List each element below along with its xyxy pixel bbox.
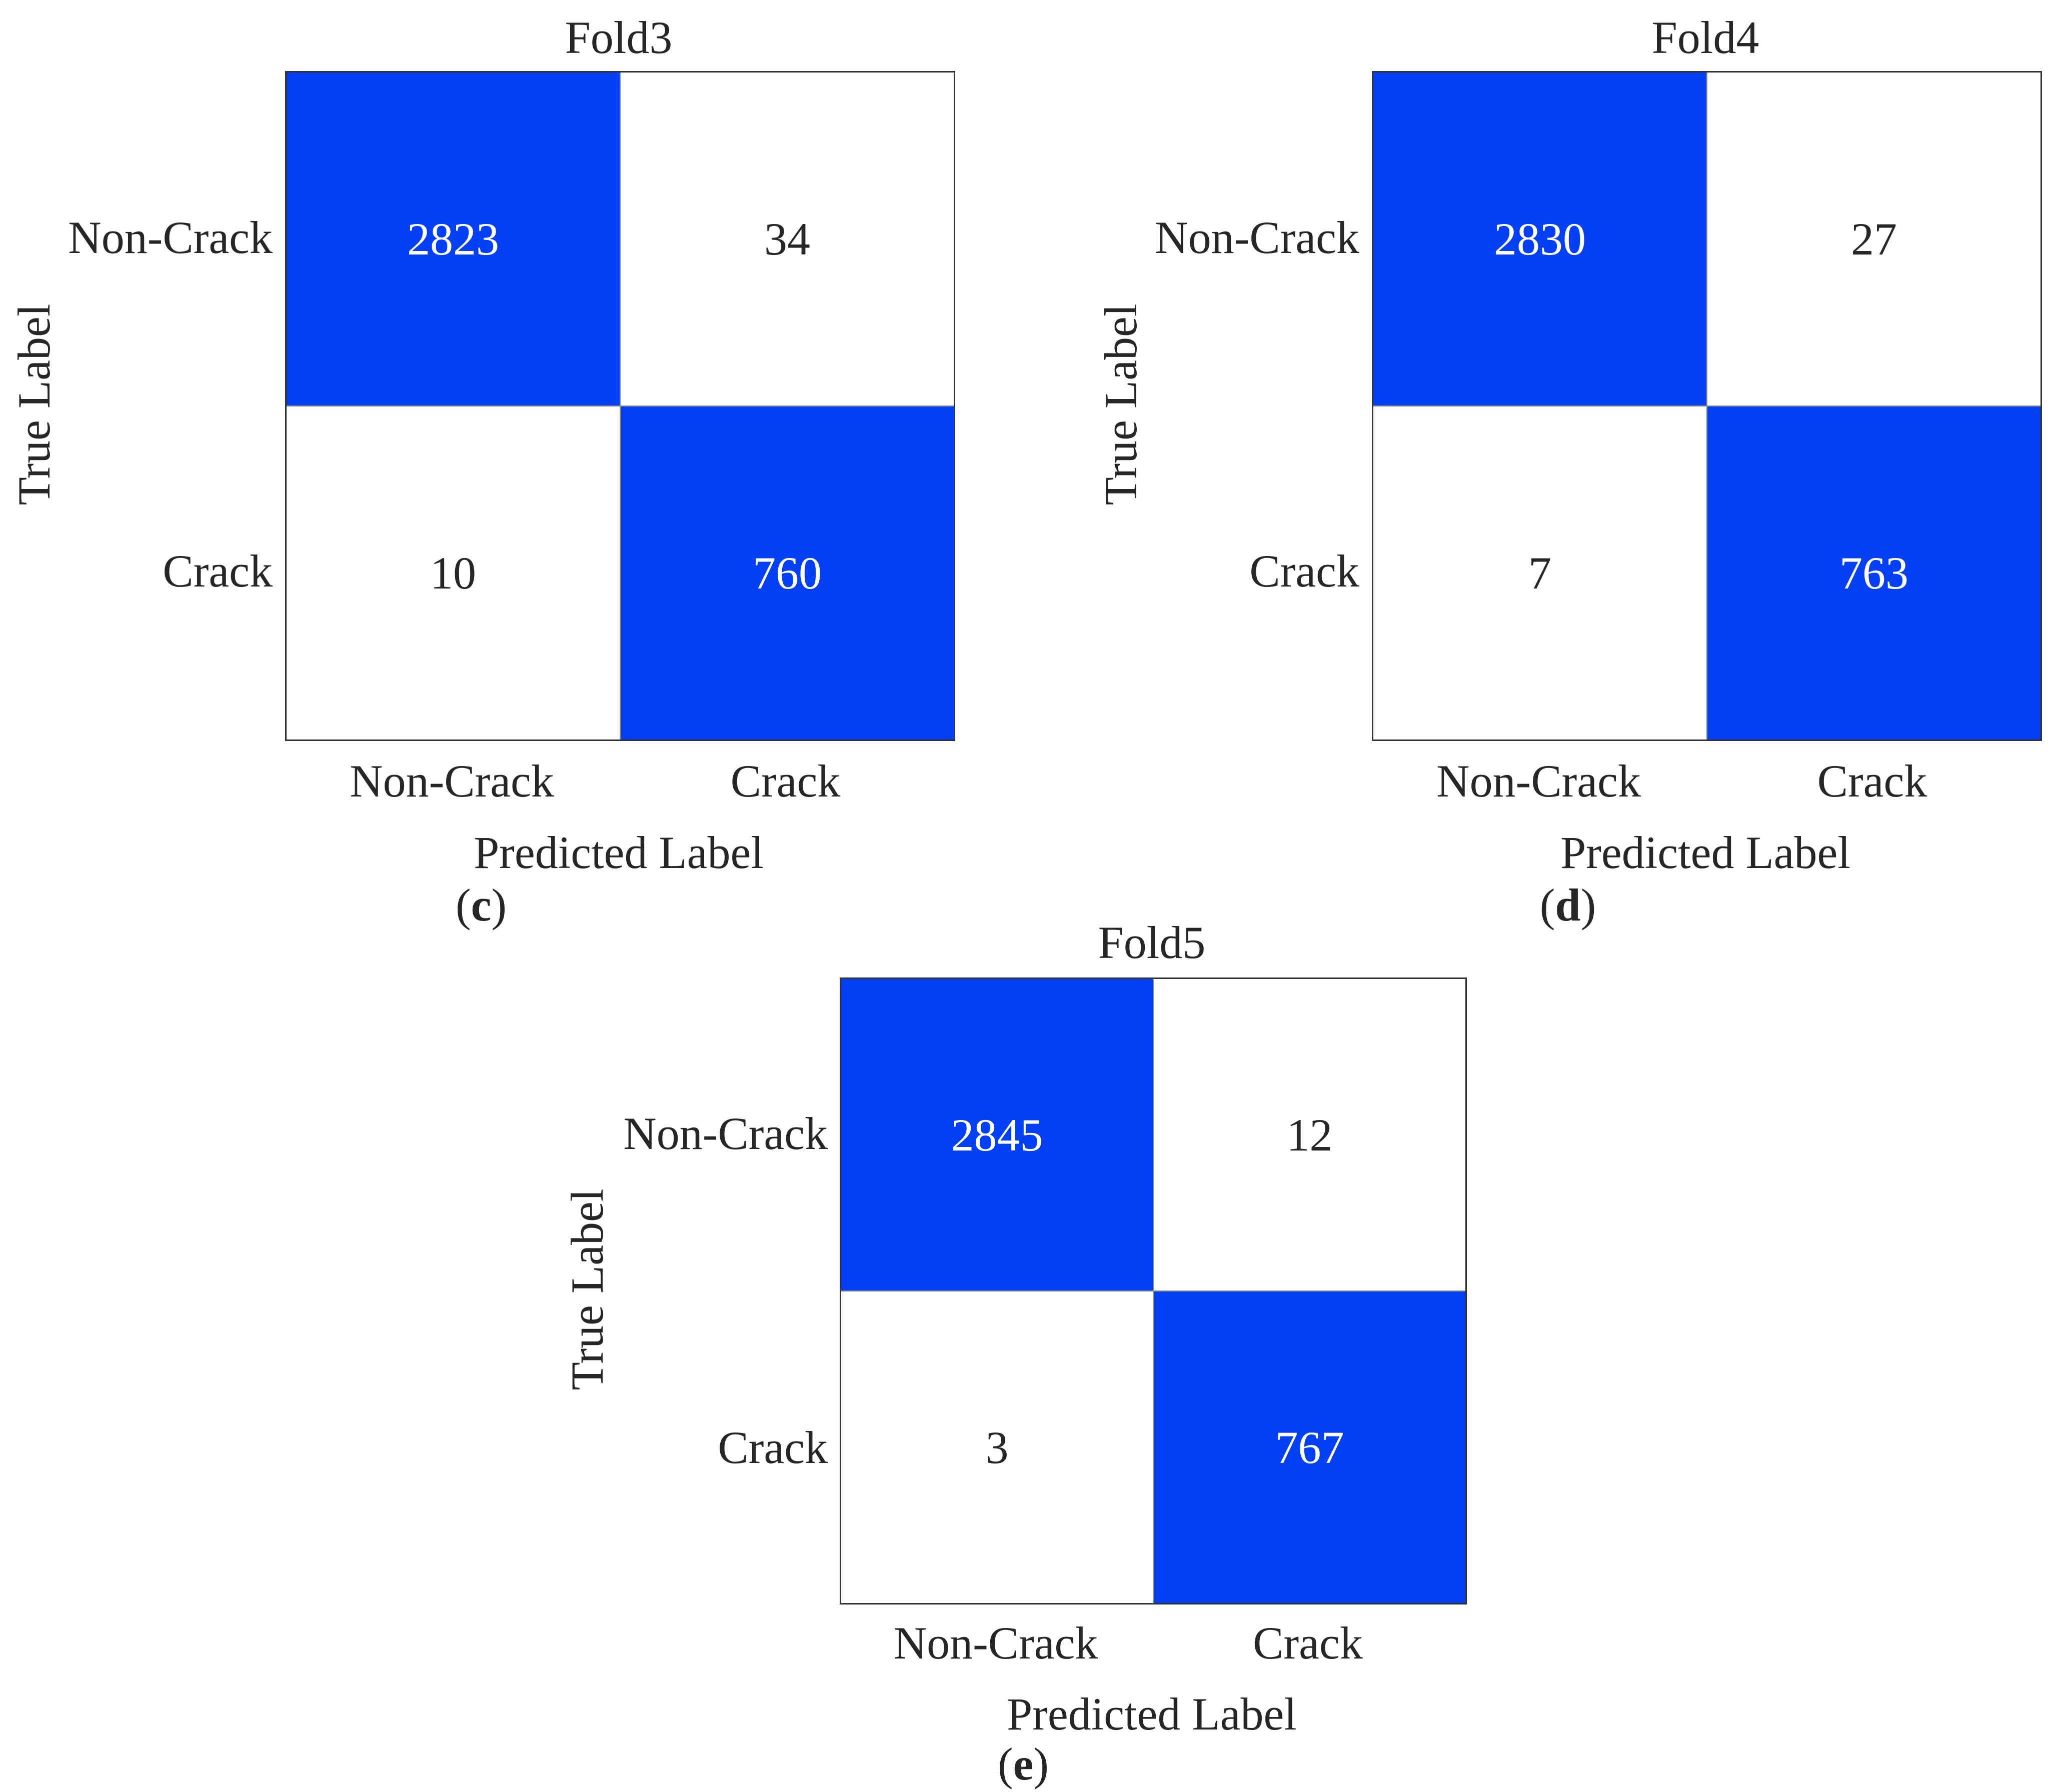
panel-caption: (c) [411, 880, 551, 930]
x-tick-non-crack: Non-Crack [1436, 756, 1641, 806]
matrix-cell-false-positive: 12 [1154, 979, 1465, 1290]
matrix-cell-true-negative: 2823 [287, 72, 620, 406]
matrix-cell-true-negative: 2845 [841, 979, 1153, 1290]
caption-close-paren: ) [1033, 1738, 1049, 1790]
y-tick-crack: Crack [163, 546, 273, 596]
x-tick-crack: Crack [730, 756, 841, 806]
matrix-cell-false-negative: 7 [1373, 406, 1706, 740]
chart-title: Fold5 [1098, 917, 1206, 968]
y-tick-crack: Crack [1249, 546, 1359, 596]
matrix-cell-false-positive: 27 [1707, 72, 2040, 406]
caption-letter: d [1555, 880, 1581, 930]
x-tick-crack: Crack [1817, 756, 1927, 806]
matrix-cell-true-positive: 767 [1154, 1292, 1465, 1603]
caption-letter: e [1013, 1738, 1034, 1790]
y-tick-non-crack: Non-Crack [1155, 212, 1359, 263]
matrix-cell-true-positive: 760 [621, 406, 954, 740]
x-axis-label: Predicted Label [1007, 1688, 1297, 1740]
panel-caption: (d) [1498, 880, 1638, 930]
x-axis-label: Predicted Label [474, 827, 764, 878]
y-tick-non-crack: Non-Crack [68, 212, 273, 263]
caption-close-paren: ) [491, 880, 507, 930]
caption-letter: c [471, 880, 492, 930]
y-axis-label: True Label [562, 1188, 613, 1390]
caption-open-paren: ( [455, 880, 471, 930]
matrix-cell-true-negative: 2830 [1373, 72, 1706, 406]
chart-title: Fold4 [1651, 12, 1759, 63]
chart-title: Fold3 [565, 12, 673, 63]
matrix-cell-false-negative: 10 [287, 406, 620, 740]
confusion-matrix: 2845 12 3 767 [840, 978, 1467, 1604]
y-tick-crack: Crack [718, 1422, 828, 1473]
y-tick-non-crack: Non-Crack [623, 1108, 828, 1159]
matrix-cell-false-positive: 34 [621, 72, 954, 406]
x-axis-label: Predicted Label [1560, 827, 1850, 878]
matrix-cell-false-negative: 3 [841, 1292, 1153, 1603]
matrix-cell-true-positive: 763 [1707, 406, 2040, 740]
caption-open-paren: ( [997, 1738, 1013, 1790]
caption-open-paren: ( [1539, 880, 1555, 930]
confusion-matrix: 2830 27 7 763 [1372, 71, 2042, 741]
x-tick-crack: Crack [1253, 1618, 1363, 1668]
panel-caption: (e) [953, 1739, 1093, 1789]
x-tick-non-crack: Non-Crack [893, 1618, 1098, 1668]
caption-close-paren: ) [1580, 880, 1596, 930]
x-tick-non-crack: Non-Crack [350, 756, 554, 806]
confusion-matrix: 2823 34 10 760 [285, 71, 955, 741]
